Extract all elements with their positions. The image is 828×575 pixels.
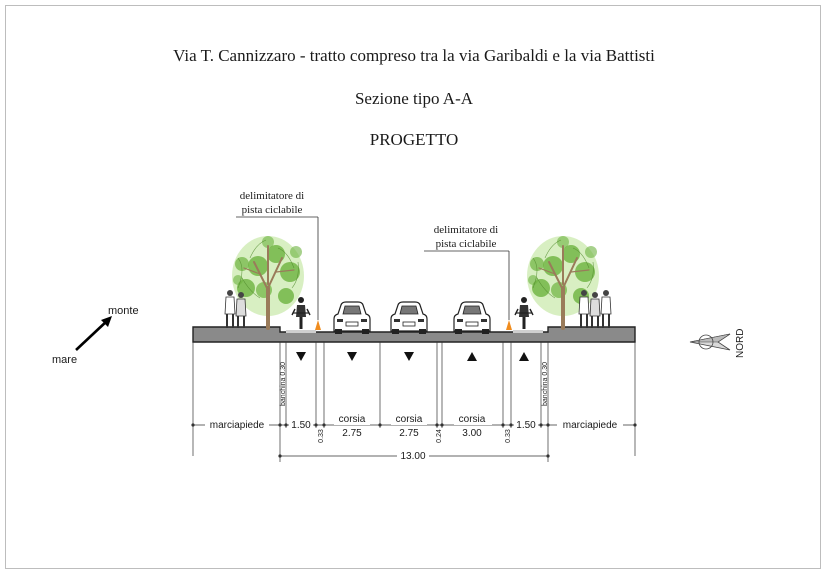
monte-label: monte (108, 305, 139, 317)
car-3 (453, 301, 491, 335)
direction-down-icon (296, 352, 306, 361)
dim-corsia2-label: corsia (396, 414, 423, 425)
dim-corsia3-value: 3.00 (462, 428, 482, 439)
dim-corsia1-value: 2.75 (342, 428, 362, 439)
dim-gap-mid: 0.24 (436, 429, 443, 443)
dimension-ticks (191, 423, 637, 427)
dim-corsia1-label: corsia (339, 414, 366, 425)
dimension-line-total (278, 450, 550, 462)
direction-up-icon (467, 352, 477, 361)
dim-gap-left: 0.33 (318, 429, 325, 443)
dim-banchina-left: banchina 0.30 (280, 362, 287, 406)
cyclist-right (514, 296, 534, 330)
pedestrians-left (224, 289, 247, 329)
direction-down-icon (404, 352, 414, 361)
dim-banchina-right: banchina 0.30 (542, 362, 549, 406)
delimitatore-right-line1: delimitatore di (434, 224, 498, 236)
phase-label: PROGETTO (369, 130, 459, 149)
delimiter-right-icon (506, 320, 512, 330)
pedestrian-right-2 (600, 290, 612, 328)
dim-total: 13.00 (400, 451, 425, 462)
direction-up-icon (519, 352, 529, 361)
dim-gap-right: 0.33 (505, 429, 512, 443)
dim-bike-right: 1.50 (516, 420, 536, 431)
drawing-title: Via T. Cannizzaro - tratto compreso tra … (173, 46, 655, 65)
dim-corsia2-value: 2.75 (399, 428, 419, 439)
dim-corsia3-label: corsia (459, 414, 486, 425)
car-2 (390, 301, 428, 335)
delimitatore-left-line2: pista ciclabile (242, 204, 303, 216)
dimension-verticals (192, 342, 636, 462)
delimitatore-left-line1: delimitatore di (240, 190, 304, 202)
delimiter-left-icon (315, 320, 321, 330)
nord-label: NORD (735, 329, 746, 358)
mare-label: mare (52, 354, 77, 366)
dim-marciapiede-left: marciapiede (210, 420, 265, 431)
delimitatore-right-annotation: delimitatore di pista ciclabile (424, 224, 510, 320)
delimitatore-right-line2: pista ciclabile (436, 238, 497, 250)
direction-down-icon (347, 352, 357, 361)
delimitatore-left-annotation: delimitatore di pista ciclabile (236, 190, 319, 320)
road-section (192, 326, 636, 343)
car-1 (333, 301, 371, 335)
section-label: Sezione tipo A-A (354, 89, 474, 108)
north-arrow-icon (689, 333, 731, 351)
orientation-arrow (75, 316, 112, 351)
dim-bike-left: 1.50 (291, 420, 311, 431)
drawing-frame (5, 5, 821, 569)
dim-marciapiede-right: marciapiede (563, 420, 618, 431)
